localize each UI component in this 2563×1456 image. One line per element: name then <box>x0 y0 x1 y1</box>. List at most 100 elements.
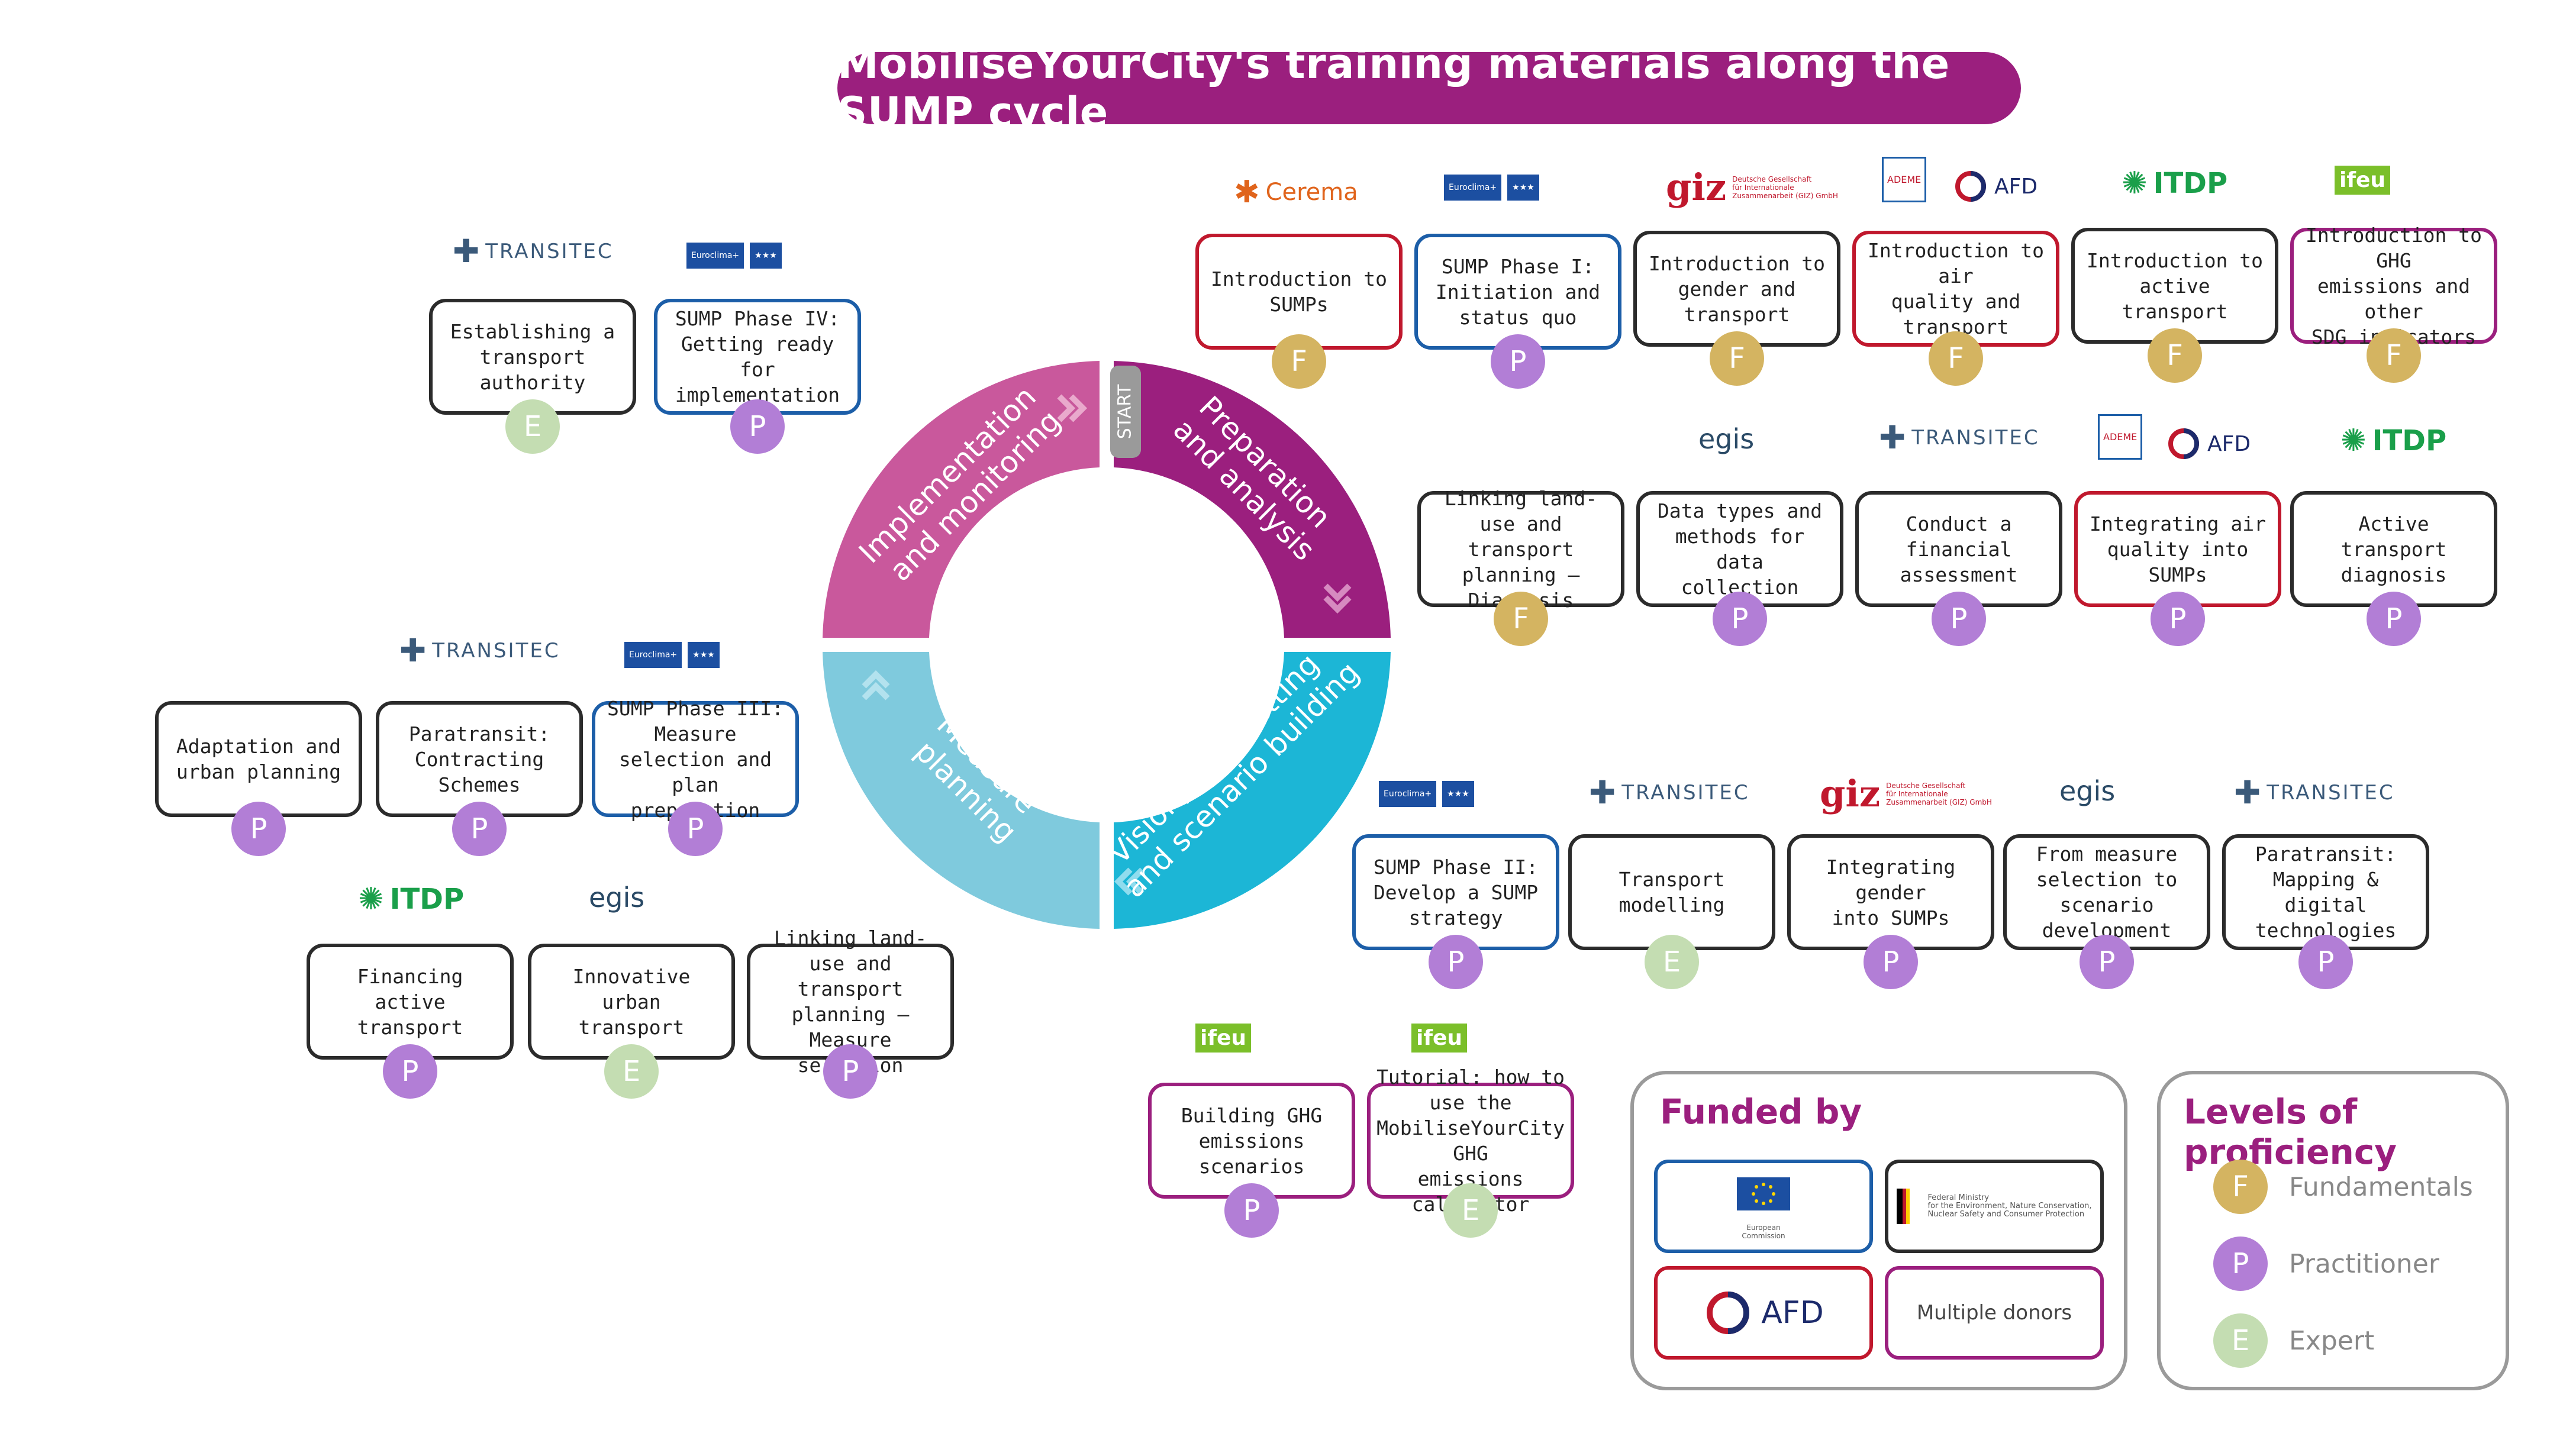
start-label: START <box>1115 384 1136 439</box>
euroclima-logo: Euroclima+★★★ <box>1379 781 1474 807</box>
legend-row-expert: E Expert <box>2213 1313 2374 1368</box>
giz-logo: giz Deutsche Gesellschaft für Internatio… <box>1666 166 1838 209</box>
funded-by-title: Funded by <box>1660 1092 1862 1132</box>
training-card[interactable]: Tutorial: how to use the MobiliseYourCit… <box>1367 1066 1574 1216</box>
giz-logo: giz Deutsche Gesellschaft für Internatio… <box>1820 772 1992 815</box>
itdp-logo: ✺ITDP <box>2340 423 2447 459</box>
level-badge: P <box>730 399 785 454</box>
training-card[interactable]: SUMP Phase III: Measure selection and pl… <box>592 697 799 822</box>
training-card[interactable]: Integrating air quality into SUMPs <box>2074 491 2281 607</box>
training-card[interactable]: Introduction to GHG emissions and other … <box>2290 224 2497 348</box>
level-badge: P <box>1429 935 1483 989</box>
plus-icon: ✚ <box>2234 774 2261 811</box>
transitec-logo: ✚TRANSITEC <box>453 233 614 270</box>
training-card-title: Building GHG emissions scenarios <box>1181 1103 1323 1178</box>
training-card[interactable]: Active transport diagnosis <box>2290 491 2497 607</box>
phase-implementation-segment[interactable] <box>823 361 1100 638</box>
training-card-title: Active transport diagnosis <box>2340 512 2447 586</box>
level-badge: P <box>2080 935 2134 989</box>
start-tab <box>1110 366 1141 458</box>
level-badge: P <box>1224 1183 1279 1238</box>
plus-icon: ✚ <box>453 233 480 270</box>
training-card[interactable]: Integrating gender into SUMPs <box>1787 834 1994 950</box>
level-badge: P <box>1864 935 1918 989</box>
egis-logo: egis <box>589 882 645 913</box>
level-badge: F <box>2148 328 2202 383</box>
training-card[interactable]: SUMP Phase I: Initiation and status quo <box>1414 234 1621 350</box>
level-badge: P <box>231 802 286 856</box>
transitec-logo: ✚TRANSITEC <box>1879 419 2040 456</box>
level-badge: P <box>2367 592 2421 646</box>
afd-ring-icon <box>2168 428 2199 459</box>
training-card[interactable]: Transport modelling <box>1568 834 1775 950</box>
phase-measure-segment[interactable] <box>823 652 1100 929</box>
itdp-logo: ✺ITDP <box>358 882 465 917</box>
euroclima-logo: Euroclima+★★★ <box>686 243 782 269</box>
funded-by-panel <box>1630 1071 2127 1390</box>
training-card[interactable]: SUMP Phase II: Develop a SUMP strategy <box>1352 834 1559 950</box>
training-card[interactable]: Innovative urban transport <box>528 944 735 1060</box>
training-card[interactable]: Paratransit: Contracting Schemes <box>376 701 583 817</box>
training-card[interactable]: Introduction to SUMPs <box>1195 234 1403 350</box>
itdp-logo: ✺ITDP <box>2122 166 2228 201</box>
training-card-title: Transport modelling <box>1619 868 1725 916</box>
afd-logo: AFD <box>1953 169 2037 204</box>
euroclima-logo: Euroclima+★★★ <box>624 642 720 668</box>
level-badge: F <box>2213 1160 2268 1214</box>
euroclima-logo: Euroclima+★★★ <box>1444 175 1539 201</box>
training-card-title: Introduction to SUMPs <box>1210 267 1387 316</box>
training-card[interactable]: From measure selection to scenario devel… <box>2003 834 2210 950</box>
training-card[interactable]: Introduction to gender and transport <box>1633 231 1840 347</box>
egis-logo: egis <box>2059 775 2116 807</box>
ifeu-logo: ifeu <box>1195 1024 1252 1053</box>
training-card[interactable]: Introduction to air quality and transpor… <box>1852 231 2059 347</box>
level-badge: P <box>668 802 723 856</box>
level-badge: P <box>1491 334 1545 389</box>
legend-label: Expert <box>2289 1325 2375 1356</box>
eu-flag-icon: ★★★ <box>1442 781 1474 807</box>
level-badge: E <box>2213 1313 2268 1368</box>
sump-cycle-diagram: START Preparation and analysis Vision, g… <box>823 361 1391 929</box>
training-card[interactable]: Linking land-use and transport planning … <box>747 926 954 1077</box>
level-badge: E <box>1645 935 1699 989</box>
training-card[interactable]: Conduct a financial assessment <box>1855 491 2062 607</box>
training-card[interactable]: Data types and methods for data collecti… <box>1636 491 1843 607</box>
donor-bmu: Federal Ministry for the Environment, Na… <box>1885 1160 2104 1253</box>
training-card[interactable]: Building GHG emissions scenarios <box>1148 1083 1355 1199</box>
training-card[interactable]: Paratransit: Mapping & digital technolog… <box>2222 834 2429 950</box>
eu-flag-icon: ★★★ <box>688 642 720 668</box>
transitec-logo: ✚TRANSITEC <box>2234 774 2395 811</box>
level-badge: E <box>505 399 560 454</box>
itdp-emblem-icon: ✺ <box>2340 423 2367 459</box>
plus-icon: ✚ <box>1879 419 1906 456</box>
level-badge: F <box>1710 331 1764 386</box>
level-badge: P <box>383 1044 437 1099</box>
level-badge: P <box>2298 935 2353 989</box>
legend-row-fundamentals: F Fundamentals <box>2213 1160 2473 1214</box>
training-card[interactable]: SUMP Phase IV: Getting ready for impleme… <box>654 299 861 415</box>
training-card-title: Innovative urban transport <box>572 964 691 1039</box>
legend-label: Practitioner <box>2289 1248 2439 1279</box>
transitec-logo: ✚TRANSITEC <box>399 632 560 669</box>
training-card-title: SUMP Phase I: Initiation and status quo <box>1435 254 1601 329</box>
eu-flag-icon: ★★★ <box>1507 175 1539 201</box>
training-card-title: Financing active transport <box>357 964 463 1039</box>
training-card[interactable]: Introduction to active transport <box>2071 228 2278 344</box>
afd-ring-icon <box>1955 171 1986 202</box>
chevron-up-icon <box>862 670 890 700</box>
training-card[interactable]: Linking land-use and transport planning … <box>1417 487 1624 612</box>
training-card-title: Linking land-use and transport planning … <box>1444 486 1598 612</box>
level-badge: P <box>1713 592 1767 646</box>
training-card-title: Data types and methods for data collecti… <box>1657 499 1823 599</box>
training-card-title: Introduction to gender and transport <box>1648 251 1825 326</box>
level-badge: P <box>2213 1237 2268 1291</box>
chevron-left-icon <box>1114 867 1145 896</box>
legend-label: Fundamentals <box>2289 1171 2473 1202</box>
cerema-logo: ✱Cerema <box>1234 175 1358 210</box>
phase-vision-segment[interactable] <box>1114 652 1391 929</box>
training-card[interactable]: Establishing a transport authority <box>429 299 636 415</box>
phase-preparation-segment[interactable] <box>1114 361 1391 638</box>
training-card[interactable]: Adaptation and urban planning <box>155 701 362 817</box>
training-card[interactable]: Financing active transport <box>307 944 514 1060</box>
ifeu-logo: ifeu <box>2335 166 2391 195</box>
